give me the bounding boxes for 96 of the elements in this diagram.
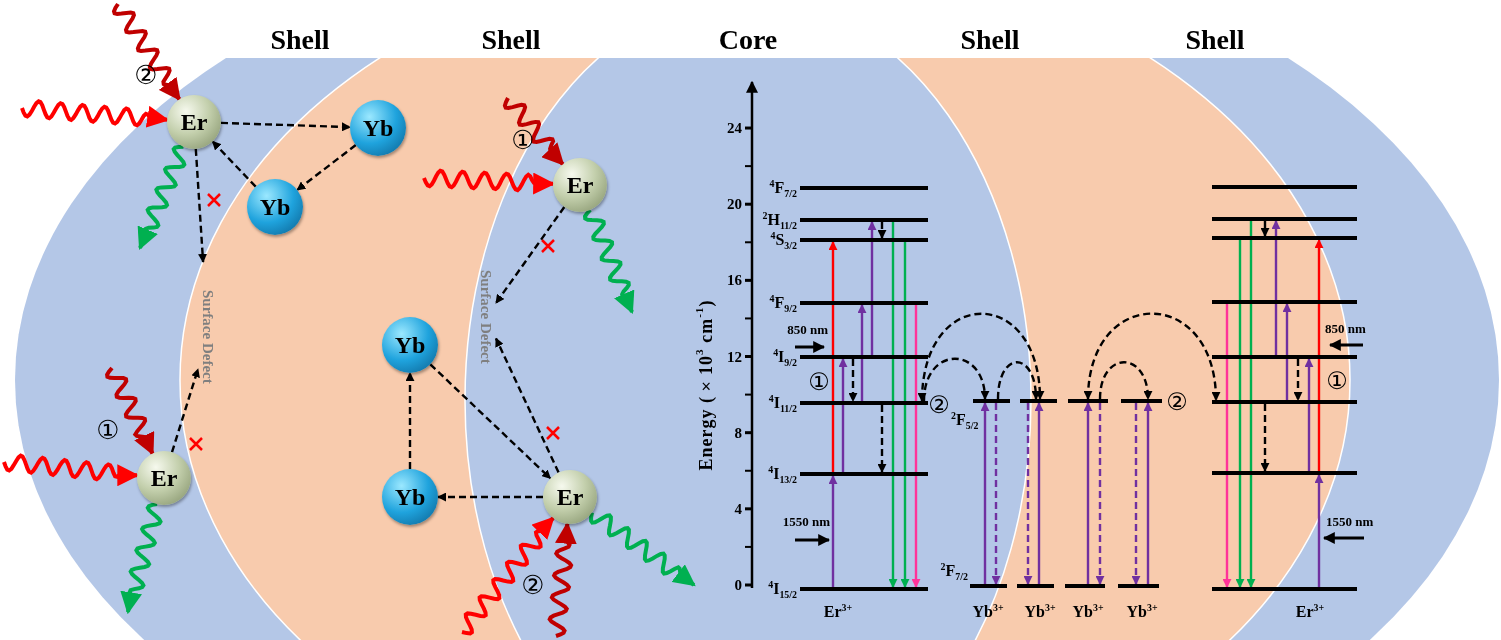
wavelength-label: 850 nm: [1325, 321, 1366, 335]
energy-transfer-arrow: [170, 368, 200, 453]
tick-label: 4: [734, 501, 742, 517]
transition-arrow: [1271, 220, 1281, 355]
photon-wave-arrow: [105, 366, 155, 456]
level-label: $^{4}$I$_{11/2}$: [768, 395, 797, 411]
transition-arrow: [1260, 404, 1270, 472]
transition-arrow: [980, 402, 990, 584]
surface-defect-label: Surface Defect: [198, 262, 218, 412]
ion-label: Yb$^{3+}$: [972, 604, 1004, 620]
photon-wave-arrow: [589, 512, 696, 587]
photon-wave-arrow: [547, 521, 577, 638]
tick-label: 0: [734, 577, 742, 593]
energy-transfer-arrow: [437, 492, 543, 502]
transition-arrow: [1314, 474, 1324, 587]
transition-arrow: [1293, 359, 1303, 401]
energy-transfer-arrow: [494, 337, 560, 473]
step-number: ②: [928, 393, 950, 417]
transition-arrow: [1034, 402, 1044, 584]
step-number: ①: [511, 127, 535, 153]
tick-label: 24: [727, 120, 742, 136]
transition-arrow: [900, 242, 910, 588]
energy-transfer-arrow: [1098, 361, 1152, 400]
photon-wave-arrow: [461, 516, 555, 636]
ion-label: Yb$^{3+}$: [1024, 604, 1056, 620]
photon-wave-arrow: [111, 2, 181, 102]
step-number: ①: [1326, 369, 1348, 393]
wavelength-label: 1550 nm: [1326, 514, 1374, 528]
transition-arrow: [838, 358, 848, 472]
transition-arrow: [848, 359, 858, 402]
level-label: $^{4}$I$_{13/2}$: [768, 466, 797, 482]
level-label: $^{4}$I$_{15/2}$: [768, 581, 797, 597]
heading: Core: [718, 26, 778, 54]
energy-transfer-arrow: [996, 361, 1040, 400]
energy-transfer-arrow: [429, 363, 552, 480]
energy-transfer-arrow: [1084, 312, 1220, 401]
transition-arrow: [1282, 303, 1292, 400]
transition-arrow: [828, 241, 838, 472]
transition-arrow: [857, 304, 867, 401]
ion-label: Er$^{3+}$: [1295, 604, 1325, 620]
photon-wave-arrow: [582, 208, 635, 314]
transition-arrow: [1246, 221, 1256, 588]
transition-arrow: [877, 405, 887, 473]
step-number: ②: [134, 62, 158, 88]
energy-transfer-arrow: [211, 140, 257, 188]
energy-transfer-arrow: [220, 121, 351, 132]
heading: Shell: [960, 26, 1020, 54]
transition-arrow: [877, 222, 887, 239]
photon-wave-arrow: [137, 144, 187, 250]
transition-arrow: [828, 475, 838, 587]
transition-arrow: [1131, 403, 1141, 585]
transition-arrow: [1304, 358, 1314, 471]
step-number: ②: [521, 572, 545, 598]
transition-arrow: [1314, 239, 1324, 471]
tick-label: 8: [734, 425, 742, 441]
level-label: $^{4}$F$_{7/2}$: [769, 180, 797, 196]
transition-arrow: [888, 222, 898, 588]
transition-arrow: [1083, 402, 1093, 584]
transition-arrow: [1095, 403, 1105, 585]
level-label: $^{2}$H$_{11/2}$: [762, 212, 797, 228]
energy-transfer-arrow: [495, 206, 566, 304]
ion-label: Er$^{3+}$: [823, 604, 853, 620]
transition-arrow: [1235, 240, 1245, 588]
transition-arrow: [1023, 403, 1033, 585]
surface-defect-label: Surface Defect: [476, 232, 496, 402]
ion-label: Yb$^{3+}$: [1126, 604, 1158, 620]
energy-transfer-arrow: [296, 144, 357, 191]
heading: Shell: [481, 26, 541, 54]
tick-label: 20: [727, 196, 742, 212]
photon-wave-arrow: [120, 502, 163, 615]
transition-arrow: [991, 403, 1001, 585]
wavelength-label: 1550 nm: [782, 514, 830, 528]
energy-transfer-arrow: [922, 357, 989, 402]
step-number: ①: [96, 417, 120, 443]
level-label: $^{2}$F$_{7/2}$: [940, 563, 968, 579]
ion-label: Yb$^{3+}$: [1072, 604, 1104, 620]
transition-arrow: [1222, 304, 1232, 588]
level-label: $^{4}$S$_{3/2}$: [770, 232, 797, 248]
step-number: ②: [1166, 390, 1188, 414]
energy-transfer-arrow: [194, 148, 208, 263]
transition-arrow: [1143, 402, 1153, 584]
transition-arrow: [867, 221, 877, 355]
wavelength-label: 850 nm: [787, 322, 828, 336]
transition-arrow: [1260, 221, 1270, 237]
tick-label: 16: [727, 272, 742, 288]
step-number: ①: [808, 370, 830, 394]
heading: Shell: [1185, 26, 1245, 54]
photon-wave-arrow: [502, 97, 565, 166]
level-label: $^{2}$F$_{5/2}$: [951, 412, 979, 428]
level-label: $^{4}$F$_{9/2}$: [769, 295, 797, 311]
tick-label: 12: [727, 349, 742, 364]
energy-transfer-arrow: [405, 372, 415, 469]
transition-arrow: [911, 305, 921, 588]
heading: Shell: [270, 26, 330, 54]
level-label: $^{4}$I$_{9/2}$: [773, 349, 797, 365]
energy-transfer-arrow: [918, 312, 1044, 402]
